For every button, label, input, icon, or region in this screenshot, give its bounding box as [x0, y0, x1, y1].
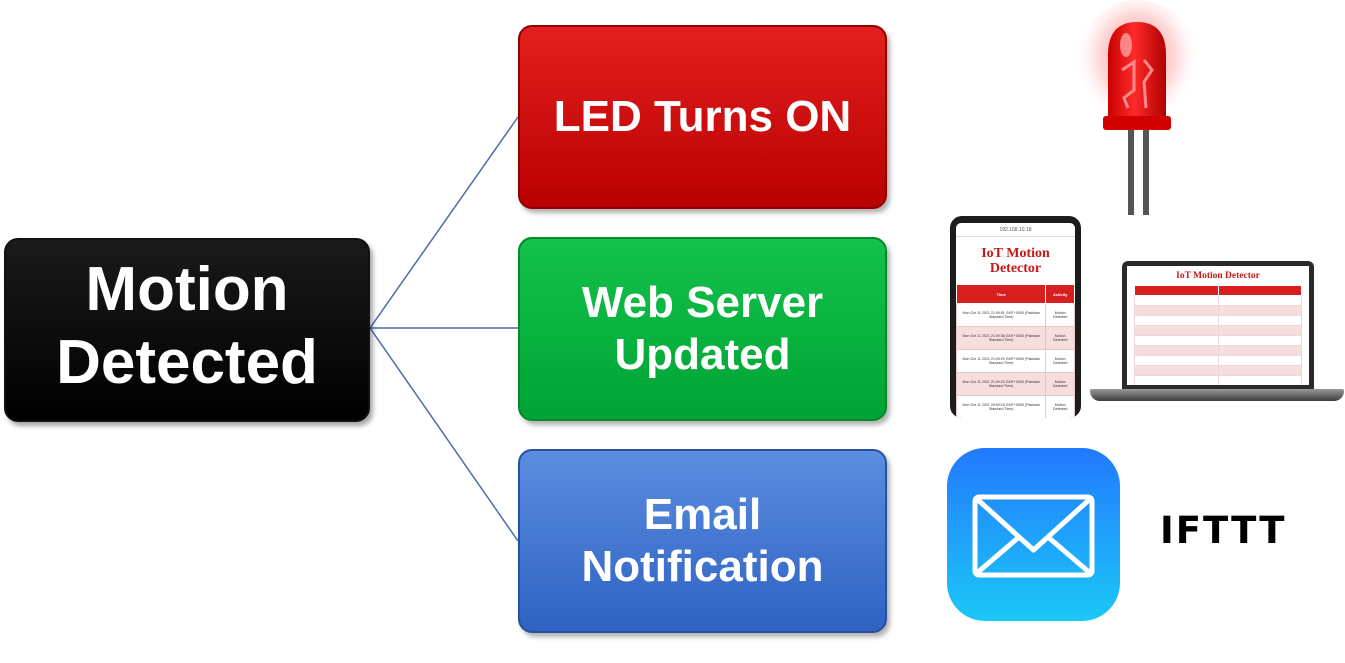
- row-activity: Motion Detected: [1045, 349, 1075, 374]
- red-led-icon: [1074, 0, 1200, 215]
- table-row: Mon Oct 11 2021 21:09:38 GMT+0500 (Pakis…: [956, 326, 1075, 351]
- connector-email: [369, 327, 519, 542]
- web-label-line1: Web Server: [581, 278, 824, 328]
- phone-title-line2: Detector: [989, 260, 1042, 276]
- table-row: Mon Oct 11 2021 21:09:51 GMT+0500 (Pakis…: [956, 303, 1075, 328]
- motion-label-line1: Motion: [85, 254, 289, 324]
- laptop-screen: IoT Motion Detector: [1127, 266, 1309, 385]
- motion-detected-box: Motion Detected: [4, 238, 370, 422]
- table-row: Mon Oct 11 2021 20:59:18 GMT+0500 (Pakis…: [956, 395, 1075, 418]
- email-notification-box: Email Notification: [518, 449, 887, 633]
- laptop-device: IoT Motion Detector: [1090, 258, 1344, 404]
- connector-led: [369, 116, 519, 329]
- row-time: Mon Oct 11 2021 21:09:23 GMT+0500 (Pakis…: [956, 372, 1047, 397]
- phone-col-activity: Activity: [1045, 284, 1075, 305]
- row-time: Mon Oct 11 2021 20:59:18 GMT+0500 (Pakis…: [956, 395, 1047, 418]
- email-label-line1: Email: [643, 490, 762, 540]
- ifttt-logo: IFTTT: [1160, 509, 1287, 552]
- row-activity: Motion Detected: [1045, 326, 1075, 351]
- phone-table: Time Activity Mon Oct 11 2021 21:09:51 G…: [956, 284, 1075, 418]
- row-activity: Motion Detected: [1045, 372, 1075, 397]
- phone-page-title: IoT Motion Detector: [956, 237, 1075, 284]
- table-row: Mon Oct 11 2021 21:09:29 GMT+0500 (Pakis…: [956, 349, 1075, 374]
- mail-icon: [947, 448, 1120, 621]
- row-activity: Motion Detected: [1045, 303, 1075, 328]
- row-time: Mon Oct 11 2021 21:09:51 GMT+0500 (Pakis…: [956, 303, 1047, 328]
- phone-title-line1: IoT Motion: [981, 246, 1050, 261]
- laptop-lid: IoT Motion Detector: [1122, 261, 1314, 389]
- phone-col-time: Time: [956, 284, 1047, 305]
- phone-screen: 192.168.10.18 IoT Motion Detector Time A…: [956, 223, 1075, 418]
- row-activity: Motion Detected: [1045, 395, 1075, 418]
- row-time: Mon Oct 11 2021 21:09:29 GMT+0500 (Pakis…: [956, 349, 1047, 374]
- email-label-line2: Notification: [581, 542, 824, 591]
- motion-label-line2: Detected: [56, 328, 318, 397]
- row-time: Mon Oct 11 2021 21:09:38 GMT+0500 (Pakis…: [956, 326, 1047, 351]
- phone-url-bar: 192.168.10.18: [956, 223, 1075, 237]
- led-label: LED Turns ON: [553, 92, 852, 142]
- laptop-table: [1134, 285, 1302, 385]
- web-label-line2: Updated: [614, 330, 791, 379]
- web-server-updated-box: Web Server Updated: [518, 237, 887, 421]
- led-turns-on-box: LED Turns ON: [518, 25, 887, 209]
- laptop-page-title: IoT Motion Detector: [1176, 271, 1260, 281]
- table-row: Mon Oct 11 2021 21:09:23 GMT+0500 (Pakis…: [956, 372, 1075, 397]
- laptop-base: [1090, 389, 1344, 401]
- phone-device: 192.168.10.18 IoT Motion Detector Time A…: [950, 216, 1081, 418]
